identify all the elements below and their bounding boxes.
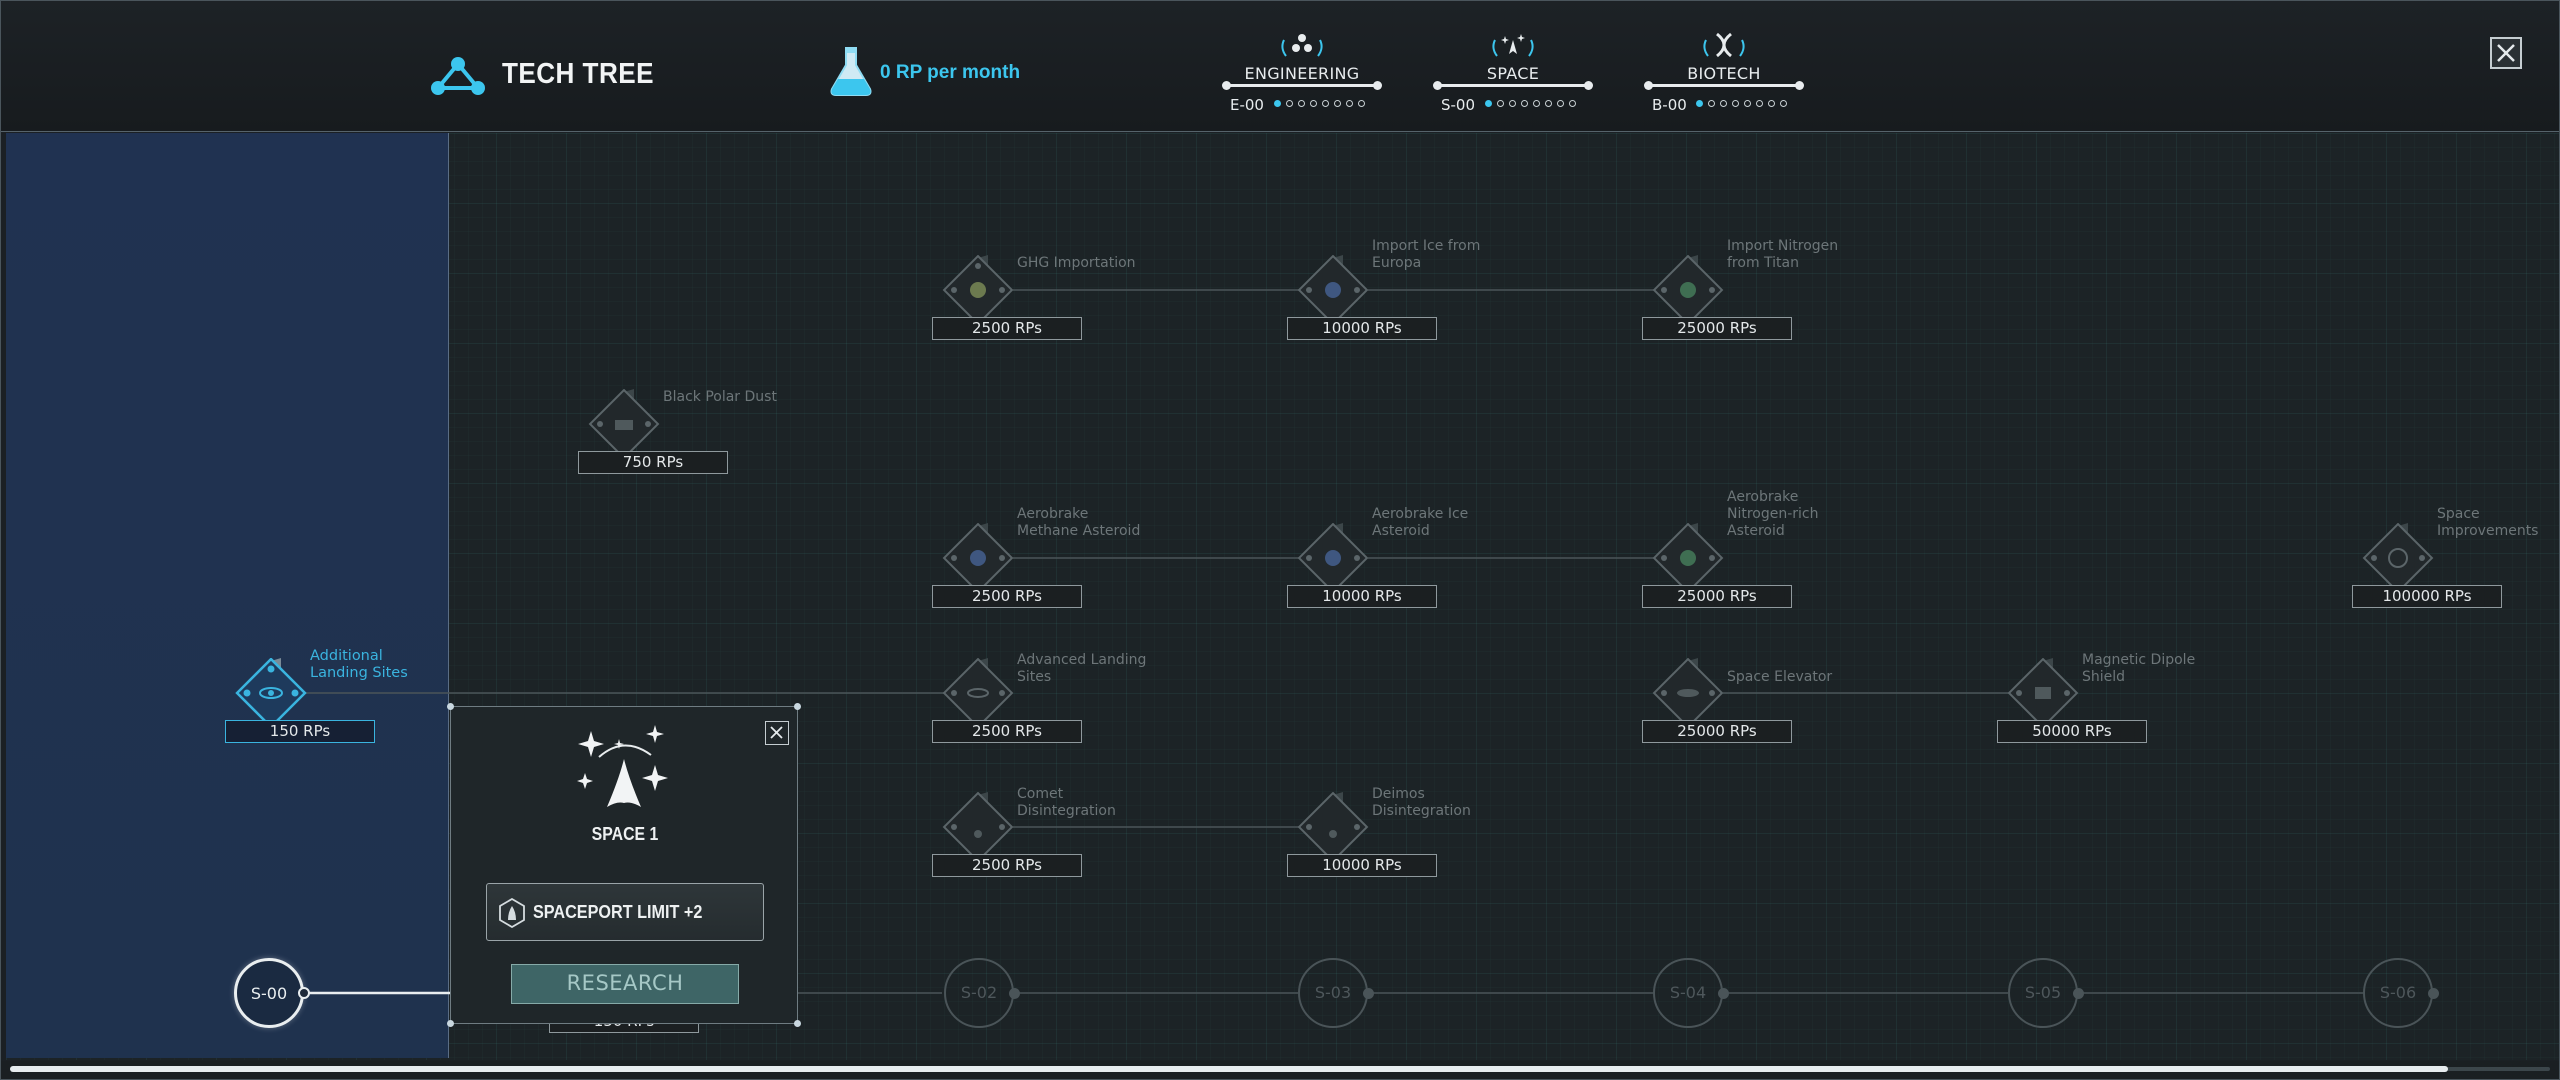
level-s-00[interactable]: S-00: [234, 958, 304, 1028]
category-progress-bar: [1222, 81, 1382, 90]
tech-label: Aerobrake Methane Asteroid: [1017, 506, 1141, 539]
additional-landing-sites-icon: [235, 658, 307, 722]
tech-label: Black Polar Dust: [663, 389, 777, 405]
tech-cost: 750 RPs: [578, 451, 728, 474]
reward-bonus: SPACEPORT LIMIT +2: [486, 883, 764, 941]
tech-label: GHG Importation: [1017, 255, 1136, 271]
reward-text: SPACEPORT LIMIT +2: [533, 902, 703, 922]
level-dots: [1696, 100, 1787, 107]
tech-label: Comet Disintegration: [1017, 786, 1116, 819]
tech-cost: 25000 RPs: [1642, 585, 1792, 608]
tech-cost: 2500 RPs: [932, 720, 1082, 743]
level-connector-dot: [2073, 988, 2084, 999]
tech-label: Aerobrake Nitrogen-rich Asteroid: [1727, 489, 1819, 539]
aerobrake-nitrogen-icon: [1652, 523, 1724, 587]
popup-corner: [794, 703, 801, 710]
tech-cost: 2500 RPs: [932, 854, 1082, 877]
popup-corner: [794, 1020, 801, 1027]
close-icon: [2497, 44, 2515, 62]
level-dots: [1485, 100, 1576, 107]
tech-cost: 10000 RPs: [1287, 317, 1437, 340]
category-biotech[interactable]: BIOTECH B-00: [1644, 28, 1804, 118]
scroll-thumb[interactable]: [10, 1066, 2448, 1072]
advanced-landing-sites-icon: [942, 658, 1014, 722]
import-ice-icon: [1297, 255, 1369, 319]
category-level: E-00: [1230, 96, 1264, 114]
category-engineering[interactable]: ENGINEERING E-00: [1222, 28, 1382, 118]
category-label: SPACE: [1486, 64, 1540, 83]
category-level: S-00: [1441, 96, 1476, 114]
level-connector-dot: [2428, 988, 2439, 999]
tech-label: Advanced Landing Sites: [1017, 652, 1147, 685]
research-rate: 0 RP per month: [880, 62, 1021, 83]
comet-disintegration-icon: [942, 792, 1014, 856]
tech-cost: 25000 RPs: [1642, 720, 1792, 743]
tech-tree-icon: [431, 57, 485, 95]
deimos-disintegration-icon: [1297, 792, 1369, 856]
level-dots: [1274, 100, 1365, 107]
space-icon: [1492, 34, 1534, 57]
category-label: BIOTECH: [1687, 64, 1761, 83]
category-space[interactable]: SPACE S-00: [1433, 28, 1593, 118]
level-s-04[interactable]: S-04: [1653, 958, 1723, 1028]
aerobrake-ice-icon: [1297, 523, 1369, 587]
popup-close-button[interactable]: [765, 721, 789, 745]
research-button[interactable]: RESEARCH: [511, 964, 739, 1004]
biotech-icon: [1703, 32, 1745, 58]
import-nitrogen-icon: [1652, 255, 1724, 319]
research-flask-icon: [830, 47, 872, 96]
tech-label: Space Improvements: [2437, 506, 2539, 539]
close-button[interactable]: [2490, 37, 2522, 69]
active-level-column: [6, 133, 449, 1058]
aerobrake-methane-icon: [942, 523, 1014, 587]
tech-cost: 2500 RPs: [932, 317, 1082, 340]
space-rocket-icon: [577, 725, 668, 807]
tech-label: Magnetic Dipole Shield: [2082, 652, 2196, 685]
category-progress-bar: [1433, 81, 1593, 90]
tech-label: Additional Landing Sites: [310, 648, 408, 681]
space-elevator-icon: [1652, 658, 1724, 722]
close-icon: [770, 726, 783, 739]
popup-corner: [447, 1020, 454, 1027]
level-s-05[interactable]: S-05: [2008, 958, 2078, 1028]
tech-label: Space Elevator: [1727, 669, 1833, 685]
horizontal-scrollbar[interactable]: [0, 1061, 2560, 1080]
magnetic-dipole-shield-icon: [2007, 658, 2079, 722]
space-improvements-icon: [2362, 523, 2434, 587]
tech-label: Import Nitrogen from Titan: [1727, 238, 1839, 271]
tech-cost: 2500 RPs: [932, 585, 1082, 608]
level-connector-dot: [298, 987, 310, 999]
tech-label: Import Ice from Europa: [1372, 238, 1481, 271]
tech-cost: 50000 RPs: [1997, 720, 2147, 743]
ghg-importation-icon: [942, 255, 1014, 319]
tech-cost: 150 RPs: [225, 720, 375, 743]
tech-cost: 25000 RPs: [1642, 317, 1792, 340]
level-connector-dot: [1718, 988, 1729, 999]
header: TECH TREE 0 RP per month ENGINEERING E-0…: [0, 0, 2560, 132]
popup-title: SPACE 1: [591, 824, 659, 844]
page-title: TECH TREE: [502, 58, 654, 90]
level-s-06[interactable]: S-06: [2363, 958, 2433, 1028]
level-reward-popup: SPACE 1 SPACEPORT LIMIT +2 RESEARCH: [447, 703, 801, 1027]
tech-cost: 100000 RPs: [2352, 585, 2502, 608]
engineering-icon: [1281, 34, 1323, 57]
level-s-03[interactable]: S-03: [1298, 958, 1368, 1028]
category-progress-bar: [1644, 81, 1804, 90]
tech-cost: 10000 RPs: [1287, 854, 1437, 877]
tech-label: Deimos Disintegration: [1372, 786, 1471, 819]
level-s-02[interactable]: S-02: [944, 958, 1014, 1028]
category-level: B-00: [1652, 96, 1687, 114]
black-polar-dust-icon: [588, 389, 660, 453]
category-label: ENGINEERING: [1244, 64, 1360, 83]
popup-corner: [447, 703, 454, 710]
level-connector-dot: [1363, 988, 1374, 999]
level-connector-dot: [1009, 988, 1020, 999]
spaceport-icon: [499, 898, 525, 928]
tech-label: Aerobrake Ice Asteroid: [1372, 506, 1469, 539]
tech-cost: 10000 RPs: [1287, 585, 1437, 608]
